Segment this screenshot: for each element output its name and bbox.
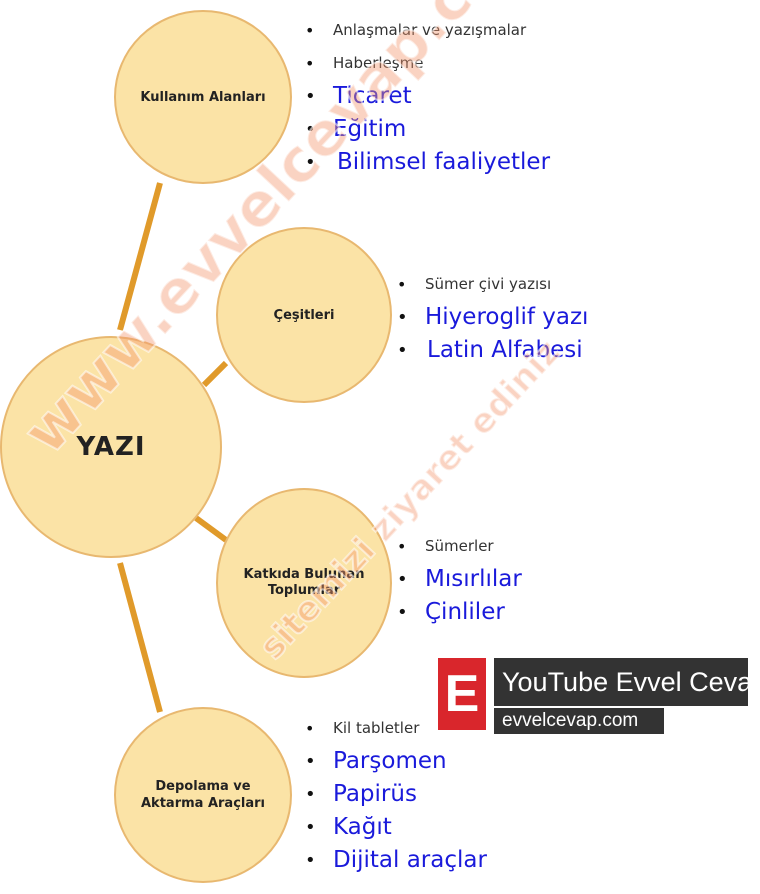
- list-item: Haberleşme: [305, 47, 550, 80]
- list-item: Papirüs: [305, 778, 487, 811]
- storage-tools-list: Kil tabletler Parşomen Papirüs Kağıt Dij…: [305, 712, 487, 877]
- node-label: Çeşitleri: [273, 307, 335, 323]
- types-list: Sümer çivi yazısı Hiyeroglif yazı Latin …: [397, 268, 588, 367]
- center-label: YAZI: [76, 432, 146, 462]
- list-item: Sümer çivi yazısı: [397, 268, 588, 301]
- list-item: Bilimsel faaliyetler: [305, 146, 550, 179]
- list-item: Parşomen: [305, 745, 487, 778]
- node-label: Depolama ve Aktarma Araçları: [141, 779, 265, 811]
- site-url: evvelcevap.com: [494, 708, 664, 734]
- node-storage-tools: Depolama ve Aktarma Araçları: [114, 707, 292, 883]
- contributing-societies-list: Sümerler Mısırlılar Çinliler: [397, 530, 522, 629]
- brand-logo: E: [438, 658, 486, 730]
- node-label: Kullanım Alanları: [140, 89, 266, 105]
- list-item: Latin Alfabesi: [397, 334, 588, 367]
- list-item: Anlaşmalar ve yazışmalar: [305, 14, 550, 47]
- connector-types: [201, 360, 229, 388]
- list-item: Mısırlılar: [397, 563, 522, 596]
- list-item: Sümerler: [397, 530, 522, 563]
- list-item: Kil tabletler: [305, 712, 487, 745]
- center-node: YAZI: [0, 336, 222, 558]
- list-item: Çinliler: [397, 596, 522, 629]
- connector-store: [117, 562, 163, 713]
- youtube-channel-title: YouTube Evvel Cevap: [494, 658, 760, 706]
- list-item: Kağıt: [305, 811, 487, 844]
- node-label: Katkıda Bulunan Toplumlar: [243, 567, 365, 598]
- list-item: Ticaret: [305, 80, 550, 113]
- connector-comm: [194, 515, 228, 543]
- node-contributing-societies: Katkıda Bulunan Toplumlar: [216, 488, 392, 678]
- node-types: Çeşitleri: [216, 227, 392, 403]
- connector-use: [117, 182, 163, 331]
- node-usage-areas: Kullanım Alanları: [114, 10, 292, 184]
- list-item: Dijital araçlar: [305, 844, 487, 877]
- list-item: Eğitim: [305, 113, 550, 146]
- list-item: Hiyeroglif yazı: [397, 301, 588, 334]
- usage-areas-list: Anlaşmalar ve yazışmalar Haberleşme Tica…: [305, 14, 550, 179]
